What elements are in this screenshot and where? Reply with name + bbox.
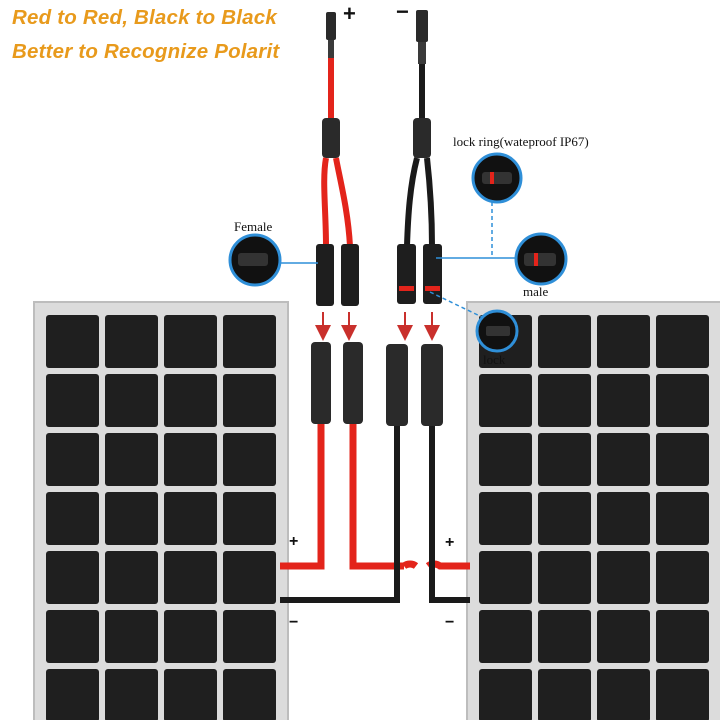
left-panel-minus-label: −: [289, 614, 298, 631]
connection-arrows: [315, 312, 440, 341]
left-solar-panel: [33, 301, 289, 720]
lock-zoom-bubble: [475, 309, 519, 353]
top-minus-label: −: [396, 0, 409, 24]
right-solar-panel: [466, 301, 720, 720]
female-label: Female: [234, 219, 272, 234]
right-panel-plus-label: +: [445, 534, 454, 551]
lock-ring-label: lock ring(wateproof IP67): [453, 134, 589, 149]
negative-branch-cable: [397, 10, 442, 304]
panel-connectors: [311, 342, 443, 426]
positive-branch-cable: [316, 12, 359, 306]
panel-wiring: [280, 424, 470, 603]
headline-line-1: Red to Red, Black to Black: [12, 6, 277, 29]
left-panel-plus-label: +: [289, 533, 298, 550]
callout-lines: [279, 195, 518, 319]
lock-ring-zoom-bubble: [471, 152, 523, 204]
male-zoom-bubble: [514, 232, 568, 286]
female-zoom-bubble: [228, 233, 282, 287]
male-label: male: [523, 284, 548, 299]
headline-line-2: Better to Recognize Polarit: [12, 40, 280, 63]
lock-label: lock: [483, 352, 506, 367]
top-plus-label: +: [343, 1, 356, 26]
right-panel-minus-label: −: [445, 614, 454, 631]
